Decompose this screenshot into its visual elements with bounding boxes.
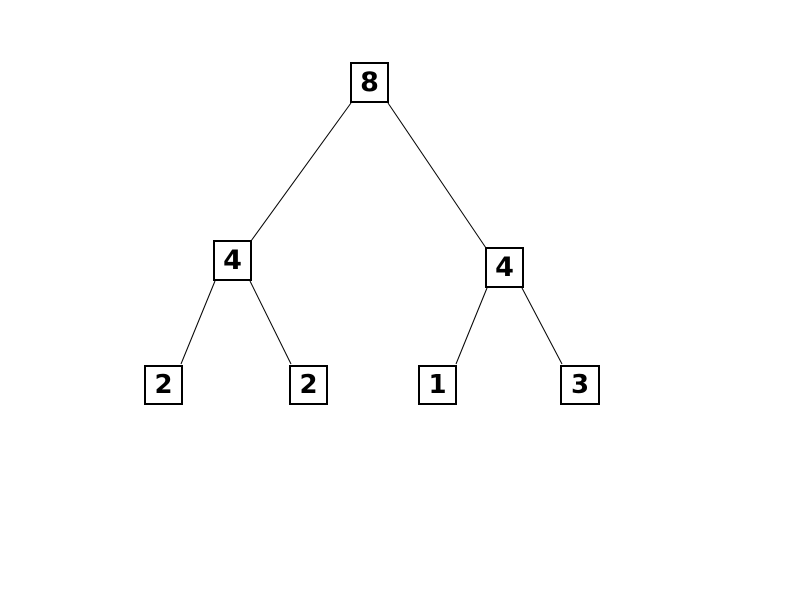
tree-node-label-right: 4	[495, 252, 514, 283]
tree-node-label-left-left: 2	[154, 370, 173, 400]
tree-node-label-right-left: 1	[428, 370, 447, 400]
tree-node-left-right[interactable]: 2	[289, 365, 328, 405]
tree-edge-root-to-right	[387, 102, 487, 249]
tree-edge-right-to-right-left	[455, 287, 488, 365]
tree-edge-left-to-left-left	[180, 280, 216, 365]
tree-node-label-left: 4	[223, 245, 242, 276]
tree-edge-right-to-right-right	[521, 287, 563, 365]
tree-node-label-left-right: 2	[299, 370, 318, 400]
tree-node-left[interactable]: 4	[213, 240, 252, 281]
tree-node-label-root: 8	[360, 67, 379, 98]
tree-node-right-left[interactable]: 1	[418, 365, 457, 405]
tree-edge-root-to-left	[250, 102, 352, 242]
tree-node-left-left[interactable]: 2	[144, 365, 183, 405]
tree-node-label-right-right: 3	[570, 370, 590, 400]
tree-node-root[interactable]: 8	[350, 62, 389, 103]
tree-node-right[interactable]: 4	[485, 247, 524, 288]
tree-edge-left-to-left-right	[249, 280, 292, 365]
tree-node-right-right[interactable]: 3	[560, 365, 600, 405]
